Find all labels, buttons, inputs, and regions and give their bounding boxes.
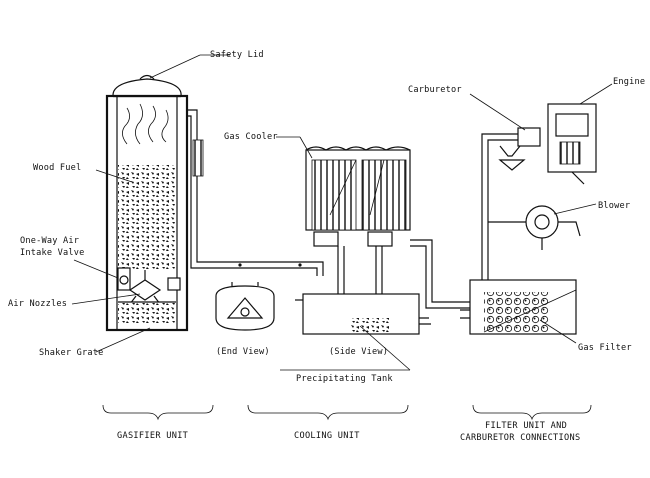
label-side-view: (Side View) (329, 347, 388, 357)
label-end-view: (End View) (216, 347, 270, 357)
label-gas-filter: Gas Filter (578, 343, 632, 353)
label-air-nozzles: Air Nozzles (8, 299, 67, 309)
label-safety-lid: Safety Lid (210, 50, 264, 60)
label-wood-fuel: Wood Fuel (33, 163, 81, 173)
air-nozzles-icon (128, 279, 162, 301)
shaker-grate-icon (118, 302, 176, 324)
safety-lid-icon (112, 78, 182, 97)
label-gas-cooler: Gas Cooler (224, 132, 278, 142)
label-one-way-valve-line1: One-Way Air (20, 236, 79, 246)
wood-fuel-icon (118, 165, 176, 270)
caption-filter-line1: FILTER UNIT AND (485, 421, 567, 431)
label-carburetor: Carburetor (408, 85, 462, 95)
label-one-way-valve-line2: Intake Valve (20, 248, 85, 258)
caption-gasifier-unit: GASIFIER UNIT (117, 431, 188, 441)
cooling-unit (215, 146, 470, 335)
carburetor-icon (517, 127, 541, 147)
caption-cooling-unit: COOLING UNIT (294, 431, 360, 441)
flame-wisps (122, 103, 169, 145)
leader-lines (71, 54, 613, 371)
gasifier-unit (105, 74, 324, 332)
section-braces (102, 404, 592, 421)
label-engine: Engine (613, 77, 645, 87)
gas-cooler-icon (305, 149, 411, 231)
label-blower: Blower (598, 201, 630, 211)
label-shaker-grate: Shaker Grate (39, 348, 104, 358)
filter-unit (460, 103, 597, 335)
blower-icon (525, 205, 559, 239)
caption-filter-line2: CARBURETOR CONNECTIONS (460, 433, 580, 443)
label-precipitating-tank: Precipitating Tank (296, 374, 393, 384)
